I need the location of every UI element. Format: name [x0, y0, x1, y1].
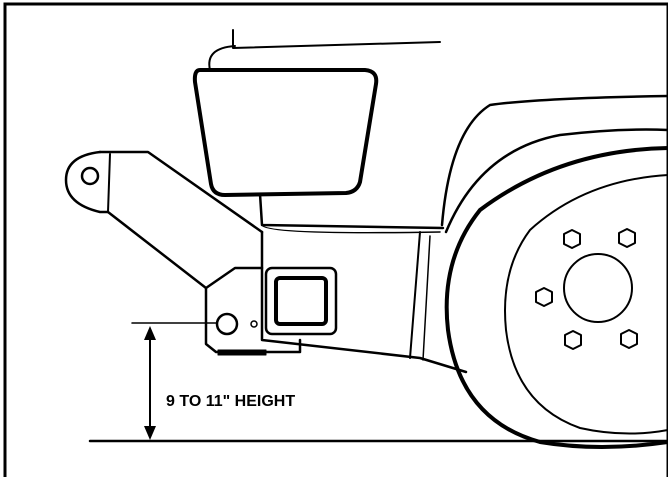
receiver-housing: [260, 230, 468, 374]
housing-seam-2: [422, 235, 431, 361]
wheel-hub: [563, 253, 633, 323]
bracket-bottom-edge: [106, 210, 208, 290]
bracket-top-edge: [98, 150, 264, 234]
receiver-outer: [264, 266, 338, 336]
lug-nut: [618, 228, 636, 248]
wheel-arch: [444, 128, 668, 234]
bracket-hole: [80, 166, 100, 186]
plate-outline: [204, 286, 302, 354]
plate-shadow: [217, 349, 267, 356]
lug-nut: [563, 229, 581, 249]
tire-outline: [444, 146, 668, 449]
lug-nut: [564, 330, 582, 350]
bracket-fold: [107, 153, 111, 213]
bumper-lip: [261, 224, 441, 234]
lug-nut: [535, 287, 553, 307]
plate-top: [204, 266, 264, 290]
small-bolt: [250, 320, 258, 328]
diagram-border: [3, 2, 668, 477]
housing-seam: [409, 231, 421, 359]
hood-contour: [232, 29, 441, 49]
height-label: 9 TO 11" HEIGHT: [166, 393, 295, 410]
bracket-ear: [64, 150, 110, 214]
wheel-rim: [504, 174, 668, 435]
arrow-down-icon: [144, 426, 156, 440]
receiver-inner: [274, 276, 328, 326]
pin-hole: [215, 312, 239, 336]
fender-contour: [440, 94, 668, 227]
lug-nut: [620, 329, 638, 349]
arrow-up-icon: [144, 326, 156, 340]
hood-corner: [208, 45, 236, 71]
headlight: [192, 68, 379, 197]
